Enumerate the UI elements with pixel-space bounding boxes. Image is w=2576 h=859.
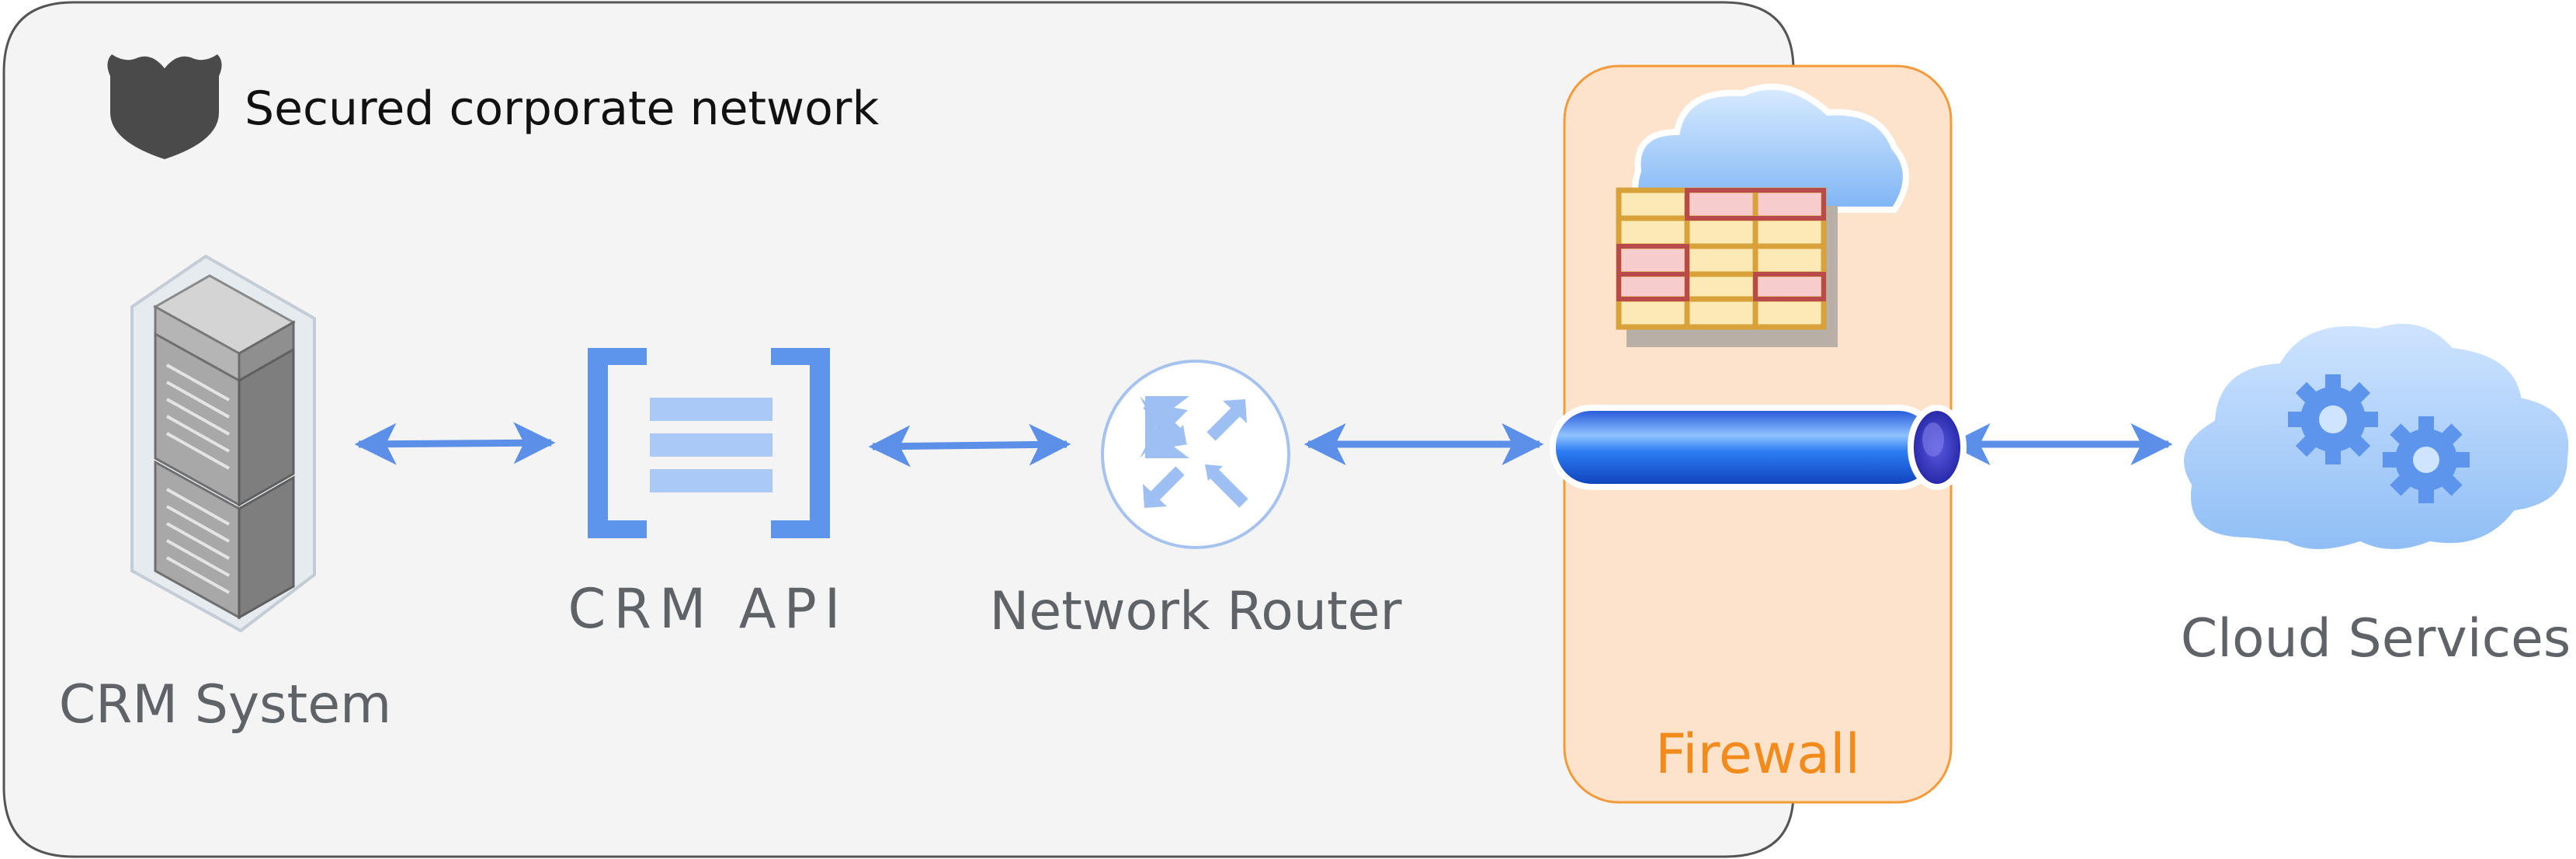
shield-icon [107,54,222,159]
network-router-label: Network Router [990,581,1402,642]
connection-crm-system-crm-api [354,422,556,465]
secure-tunnel-node [1550,405,1967,490]
firewall-label: Firewall [1655,722,1860,786]
connections [354,422,2173,468]
cloud-services-label: Cloud Services [2181,608,2571,669]
server-rack-icon [130,254,316,633]
firewall-rules-icon [1616,83,1909,347]
crm-api-node: CRM API [568,348,849,641]
crm-system-label: CRM System [59,674,392,736]
secure-tunnel-pipe-icon [1550,405,1967,490]
cloud-gears-icon [2179,318,2574,554]
firewall-zone: Firewall [1563,64,1953,804]
gear-icon [2288,374,2378,464]
connection-crm-api-router [868,423,1071,468]
crm-api-label: CRM API [568,577,849,641]
network-router-node: Network Router [990,360,1402,642]
cloud-services-node: Cloud Services [2179,318,2574,669]
network-zone-title: Secured corporate network [245,82,879,136]
crm-system-node: CRM System [59,254,392,736]
gear-icon [2383,416,2470,503]
router-icon [1101,360,1290,549]
api-brackets-icon [588,348,830,538]
